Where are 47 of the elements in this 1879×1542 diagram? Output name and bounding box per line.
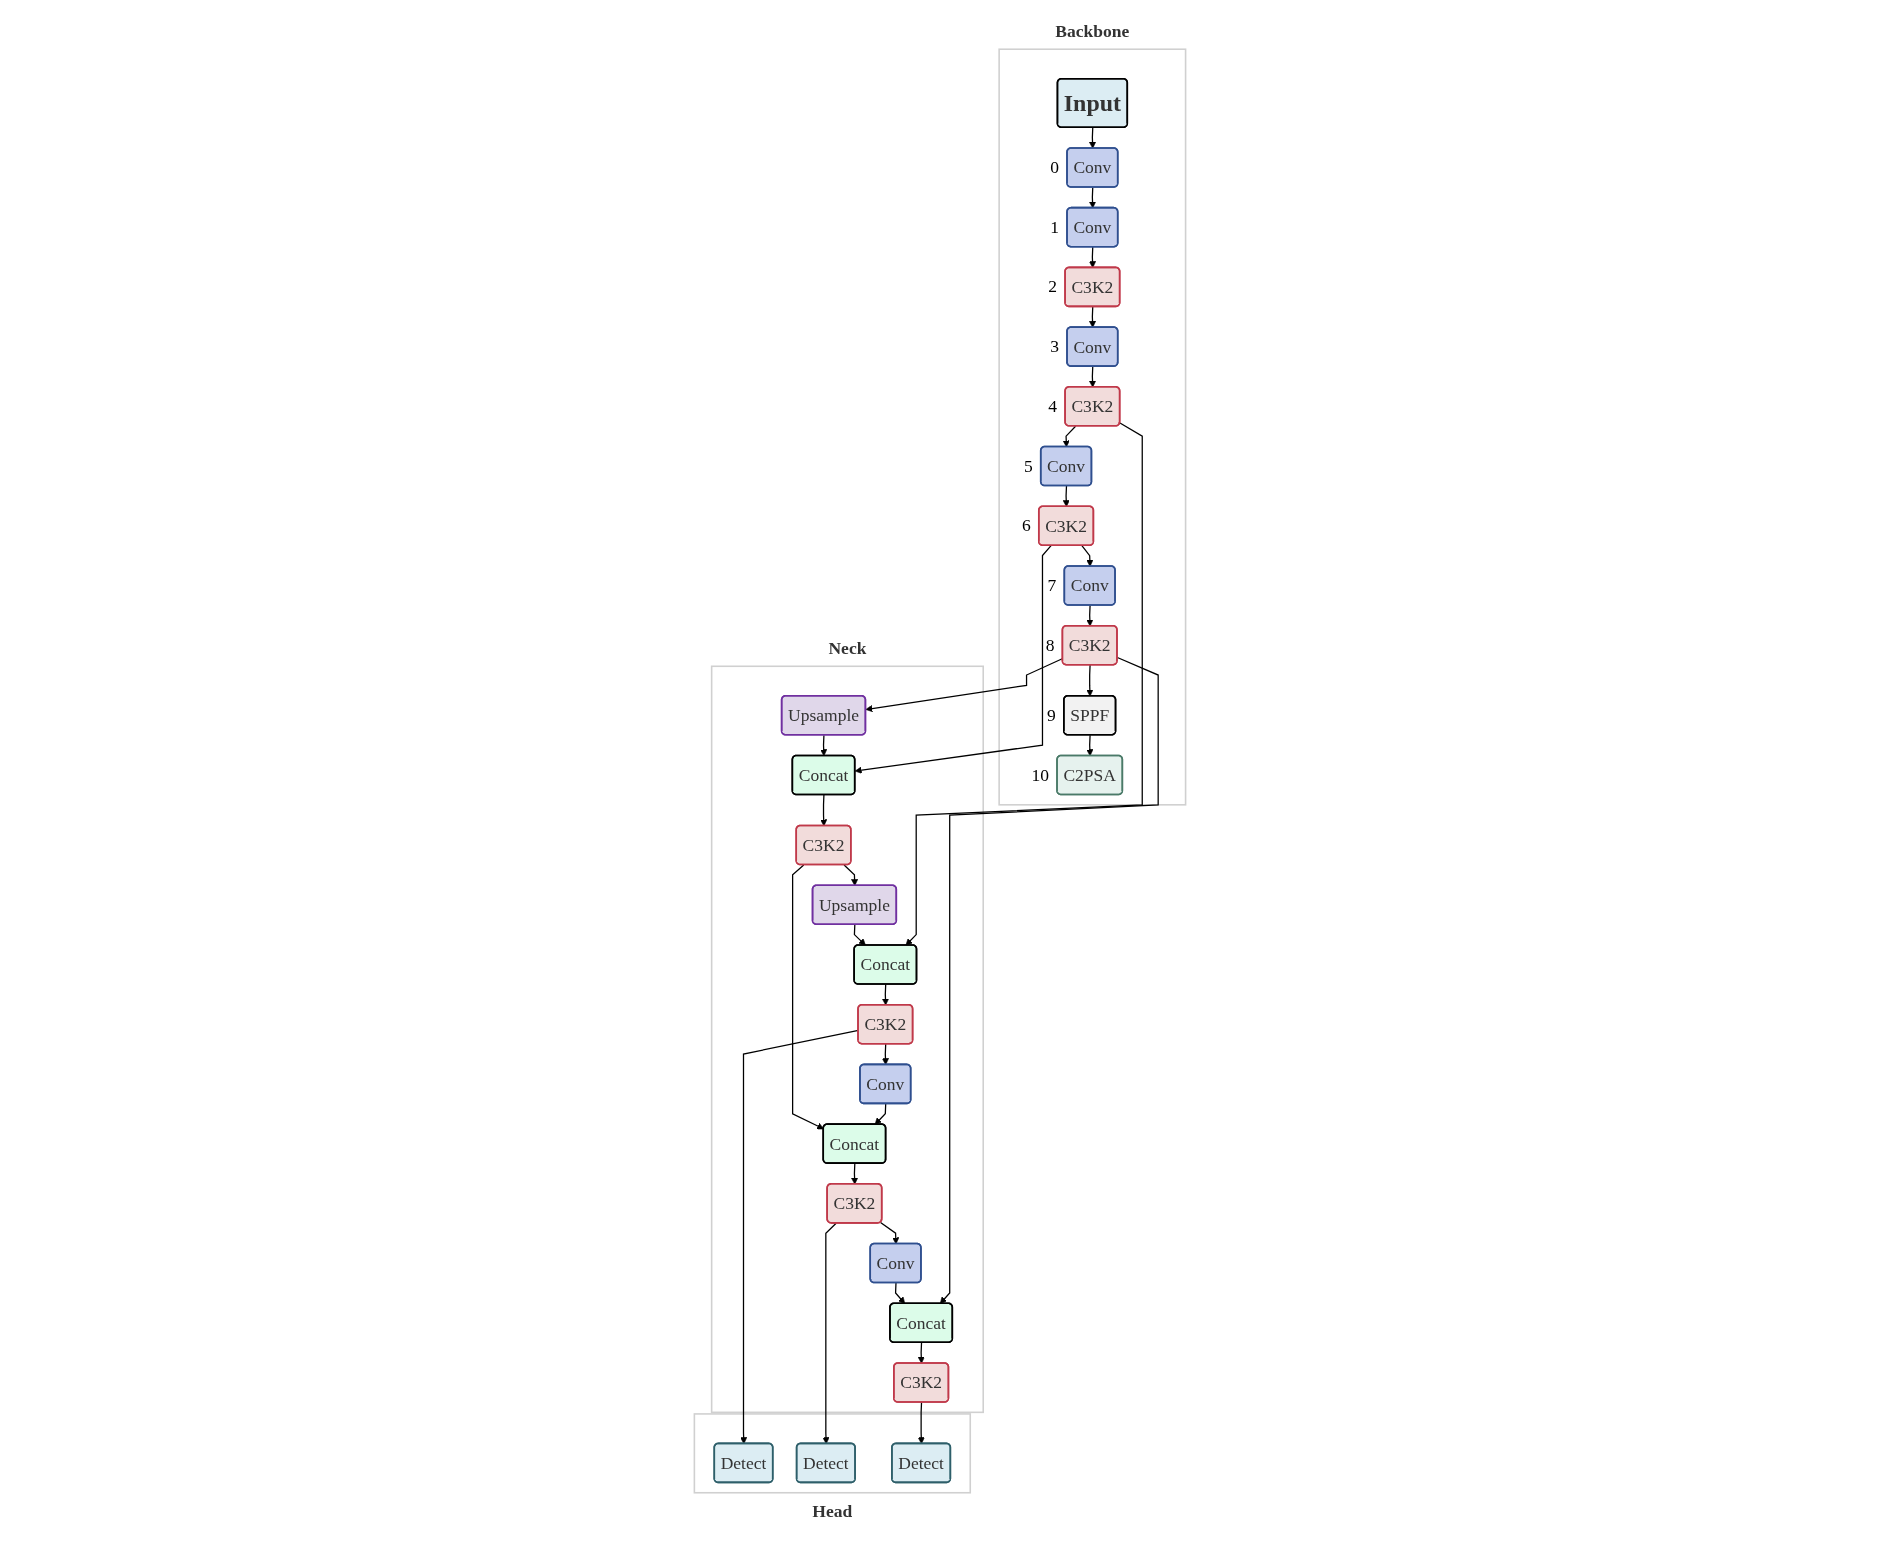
- arrow: [854, 545, 1052, 774]
- arrow: [917, 1342, 925, 1364]
- layer-index: 0: [1049, 157, 1059, 178]
- layer-index: 6: [1021, 515, 1031, 536]
- layer-index: 2: [1047, 276, 1057, 297]
- layer-index: 8: [1045, 634, 1054, 655]
- arrow: [843, 864, 858, 886]
- arrow: [917, 1401, 925, 1445]
- arrow: [879, 1221, 899, 1245]
- arrow: [1085, 734, 1093, 757]
- layer-index: 10: [1031, 764, 1049, 785]
- arrow: [1080, 545, 1093, 567]
- arrow: [1088, 246, 1096, 269]
- arrow: [894, 1282, 905, 1304]
- arrow: [939, 656, 1159, 1304]
- arrow: [1085, 604, 1093, 627]
- arrow: [865, 657, 1063, 713]
- arrow: [853, 924, 866, 946]
- layer-index: 9: [1046, 704, 1056, 725]
- arrow: [905, 422, 1143, 946]
- node-label: Backbone: [1054, 21, 1129, 42]
- arrow: [819, 734, 827, 757]
- arrow: [1085, 664, 1093, 697]
- cluster: [693, 1413, 971, 1494]
- layer-index: 5: [1023, 455, 1033, 476]
- arrow: [1062, 425, 1076, 448]
- layer-index: 4: [1047, 395, 1057, 416]
- arrow: [881, 983, 889, 1006]
- arrow: [739, 1029, 859, 1445]
- arrow: [1088, 365, 1096, 388]
- arrow: [850, 1162, 858, 1185]
- layer-index: 1: [1049, 216, 1059, 237]
- cluster: [997, 48, 1186, 806]
- arrow: [874, 1103, 886, 1125]
- arrow: [1062, 485, 1070, 507]
- arrow: [881, 1043, 889, 1066]
- layer-index: 3: [1049, 336, 1059, 357]
- layer-index: 7: [1047, 575, 1056, 596]
- arrow: [1088, 127, 1096, 149]
- arrow: [822, 1222, 837, 1445]
- arrow: [819, 794, 827, 827]
- node-label: Head: [811, 1500, 852, 1521]
- arrow: [1088, 306, 1096, 328]
- node-label: Neck: [827, 638, 866, 659]
- arrow: [1088, 186, 1096, 209]
- cluster: [710, 665, 984, 1414]
- arrow: [791, 864, 824, 1130]
